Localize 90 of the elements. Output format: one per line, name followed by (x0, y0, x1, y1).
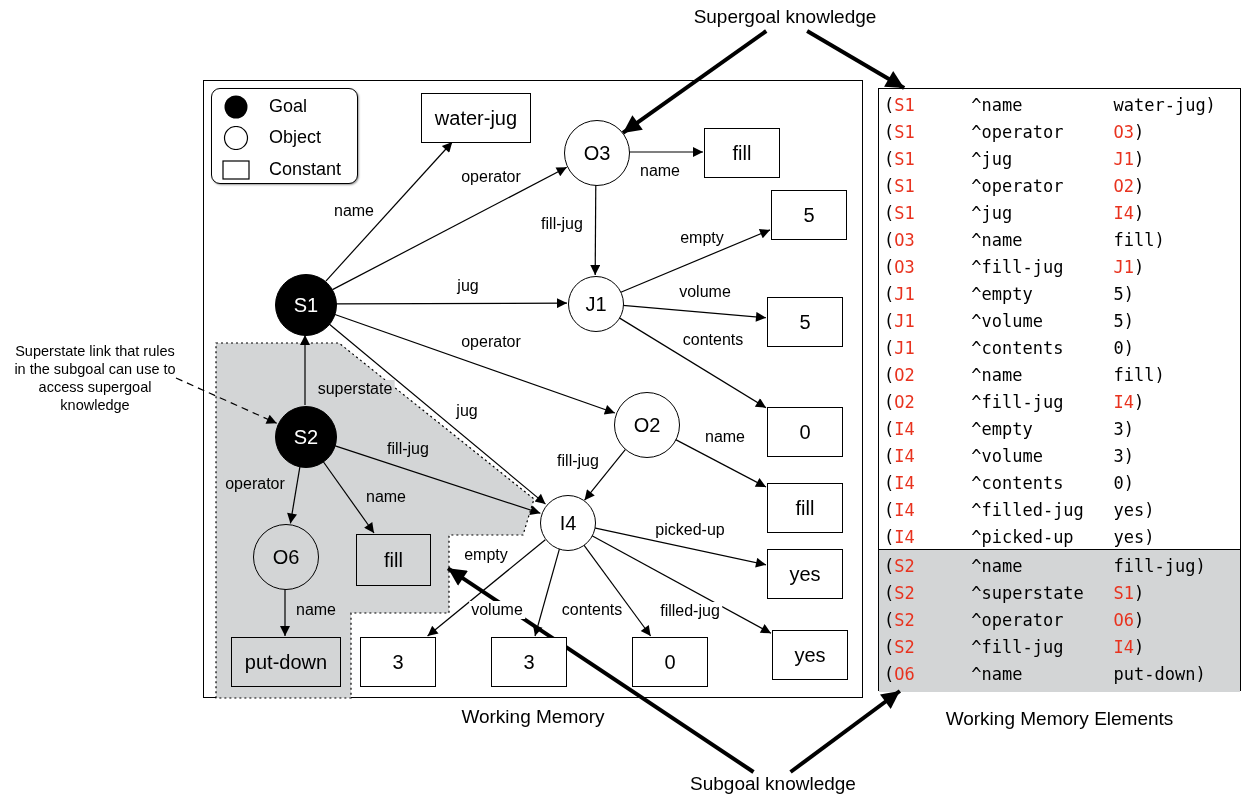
code-line: (O3 ^fill-jug J1) (883, 256, 1146, 279)
annotation-text: Superstate link that rules in the subgoal can use to access supergoal knowledge (14, 342, 176, 418)
arrow (591, 534, 772, 634)
code-line: (O6 ^name put-down) (883, 663, 1207, 686)
arrow (593, 527, 767, 568)
legend-label: Object (269, 127, 322, 148)
edge-label: operator (459, 168, 523, 186)
code-line: (I4 ^contents 0) (883, 472, 1135, 495)
edge-label: picked-up (653, 521, 727, 539)
code-line: (O2 ^name fill) (883, 364, 1166, 387)
arrow (532, 548, 561, 637)
edge-label: fill-jug (555, 452, 601, 470)
code-line: (J1 ^empty 5) (883, 283, 1135, 306)
goal-circle: S1 (275, 274, 337, 336)
code-line: (S2 ^operator O6) (883, 609, 1146, 632)
shaded-section (879, 549, 1240, 692)
arrow (335, 298, 568, 309)
legend-label: Constant (269, 159, 342, 180)
code-line: (S2 ^fill-jug I4) (883, 636, 1146, 659)
edge-label: filled-jug (658, 602, 722, 620)
code-line: (S1 ^jug J1) (883, 148, 1146, 171)
arrow (331, 166, 568, 291)
arrow (325, 141, 453, 282)
object-circle: I4 (540, 495, 596, 551)
edge-label: empty (678, 229, 726, 247)
leader-arrow (175, 377, 278, 424)
code-line: (J1 ^volume 5) (883, 310, 1135, 333)
constant-box: fill (767, 483, 843, 533)
constant-box: put-down (231, 637, 341, 687)
panel-title: Working Memory Elements (944, 708, 1175, 730)
edge-label: empty (462, 546, 510, 564)
edge-label: superstate (315, 380, 395, 398)
arrow (628, 147, 704, 157)
arrow (287, 465, 301, 525)
constant-box: 5 (767, 297, 843, 347)
edge-label: jug (455, 277, 481, 295)
edge-label: fill-jug (385, 440, 431, 458)
arrow (322, 460, 375, 534)
constant-box: 0 (632, 637, 708, 687)
arrow (426, 539, 546, 637)
edge-label: volume (469, 601, 525, 619)
constant-box: water-jug (421, 93, 531, 143)
code-line: (S1 ^operator O2) (883, 175, 1146, 198)
edge-label: operator (223, 475, 287, 493)
constant-box: 3 (491, 637, 567, 687)
arrow (300, 334, 310, 406)
object-circle: O3 (564, 120, 630, 186)
panel-title: Working Memory (460, 706, 606, 728)
code-line: (O2 ^fill-jug I4) (883, 391, 1146, 414)
arrow (333, 313, 616, 415)
arrow (280, 588, 290, 637)
code-line: (I4 ^empty 3) (883, 418, 1135, 441)
callout-arrow (446, 566, 755, 774)
code-line: (I4 ^volume 3) (883, 445, 1135, 468)
object-circle: J1 (568, 276, 624, 332)
code-line: (O3 ^name fill) (883, 229, 1166, 252)
arrow (328, 323, 547, 505)
code-line: (S1 ^operator O3) (883, 121, 1146, 144)
code-line: (I4 ^filled-jug yes) (883, 499, 1156, 522)
arrow (582, 543, 652, 637)
annotation-text: Supergoal knowledge (670, 5, 900, 31)
object-circle: O2 (614, 392, 680, 458)
arrow (590, 184, 601, 276)
annotation-text: Subgoal knowledge (660, 772, 886, 798)
code-line: (S1 ^name water-jug) (883, 94, 1217, 117)
arrow (622, 304, 767, 322)
legend-label: Goal (269, 96, 308, 117)
constant-box: yes (767, 549, 843, 599)
arrow (583, 449, 626, 501)
callout-arrow (806, 29, 906, 90)
constant-box: fill (704, 128, 780, 178)
constant-box: yes (772, 630, 848, 680)
code-line: (J1 ^contents 0) (883, 337, 1135, 360)
arrow (620, 229, 771, 293)
callout-arrow (789, 689, 902, 774)
edge-label: jug (454, 402, 480, 420)
code-line: (I4 ^picked-up yes) (883, 526, 1156, 549)
arrow (333, 445, 541, 515)
arrow (618, 317, 767, 409)
code-line: (S2 ^name fill-jug) (883, 555, 1207, 578)
code-line: (S1 ^jug I4) (883, 202, 1146, 225)
constant-box: 0 (767, 407, 843, 457)
constant-box: 3 (360, 637, 436, 687)
edge-label: fill-jug (539, 215, 585, 233)
constant-box: fill (356, 534, 431, 586)
constant-box: 5 (771, 190, 847, 240)
callout-arrow (621, 29, 768, 135)
edge-label: operator (459, 333, 523, 351)
arrow (674, 438, 767, 488)
code-line: (S2 ^superstate S1) (883, 582, 1146, 605)
